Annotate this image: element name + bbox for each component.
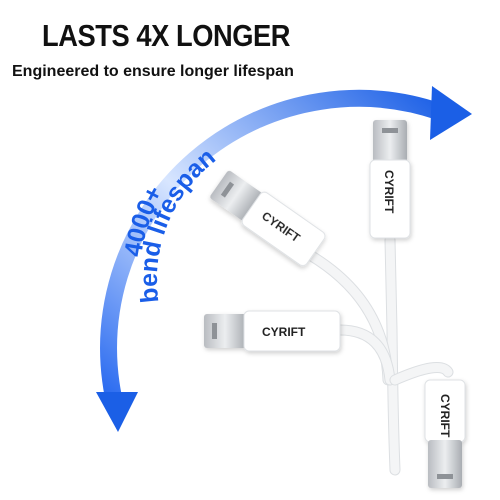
lightning-connector-top: CYRIFT <box>369 120 411 239</box>
headline: LASTS 4X LONGER <box>42 18 291 53</box>
subheadline: Engineered to ensure longer lifespan <box>12 63 294 80</box>
brand-label: CYRIFT <box>262 325 306 339</box>
bend-arc-arrow <box>96 86 472 432</box>
lightning-connector-diagonal: CYRIFT <box>210 170 326 267</box>
cables <box>304 234 454 476</box>
brand-label: CYRIFT <box>382 170 396 214</box>
lightning-connector-horizontal: CYRIFT <box>204 310 341 352</box>
brand-label: CYRIFT <box>438 394 452 438</box>
arrow-head-bottom <box>96 392 138 432</box>
arrow-head-top <box>430 86 472 140</box>
lightning-connector-bottom: CYRIFT <box>424 379 466 488</box>
